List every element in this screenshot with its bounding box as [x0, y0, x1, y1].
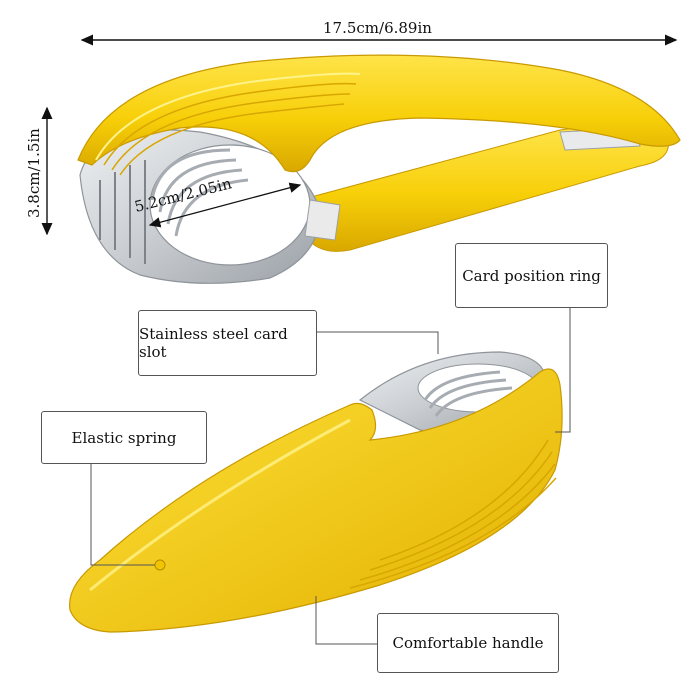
top-slicer-image [77, 54, 681, 284]
diameter-dimension [148, 182, 302, 228]
height-label: 3.8cm/1.5in [25, 128, 43, 218]
callout-stainless-steel-card-slot: Stainless steel card slot [138, 310, 317, 376]
callout-label: Card position ring [462, 266, 601, 285]
length-label: 17.5cm/6.89in [323, 19, 432, 37]
callout-label: Stainless steel card slot [139, 325, 288, 361]
callout-label: Comfortable handle [392, 634, 544, 652]
callout-elastic-spring: Elastic spring [41, 411, 207, 464]
callout-card-position-ring: Card position ring [455, 243, 608, 308]
bottom-slicer-image [68, 351, 563, 633]
callout-label: Elastic spring [71, 428, 177, 447]
callout-leaders [90, 308, 571, 645]
callout-comfortable-handle: Comfortable handle [377, 613, 559, 673]
